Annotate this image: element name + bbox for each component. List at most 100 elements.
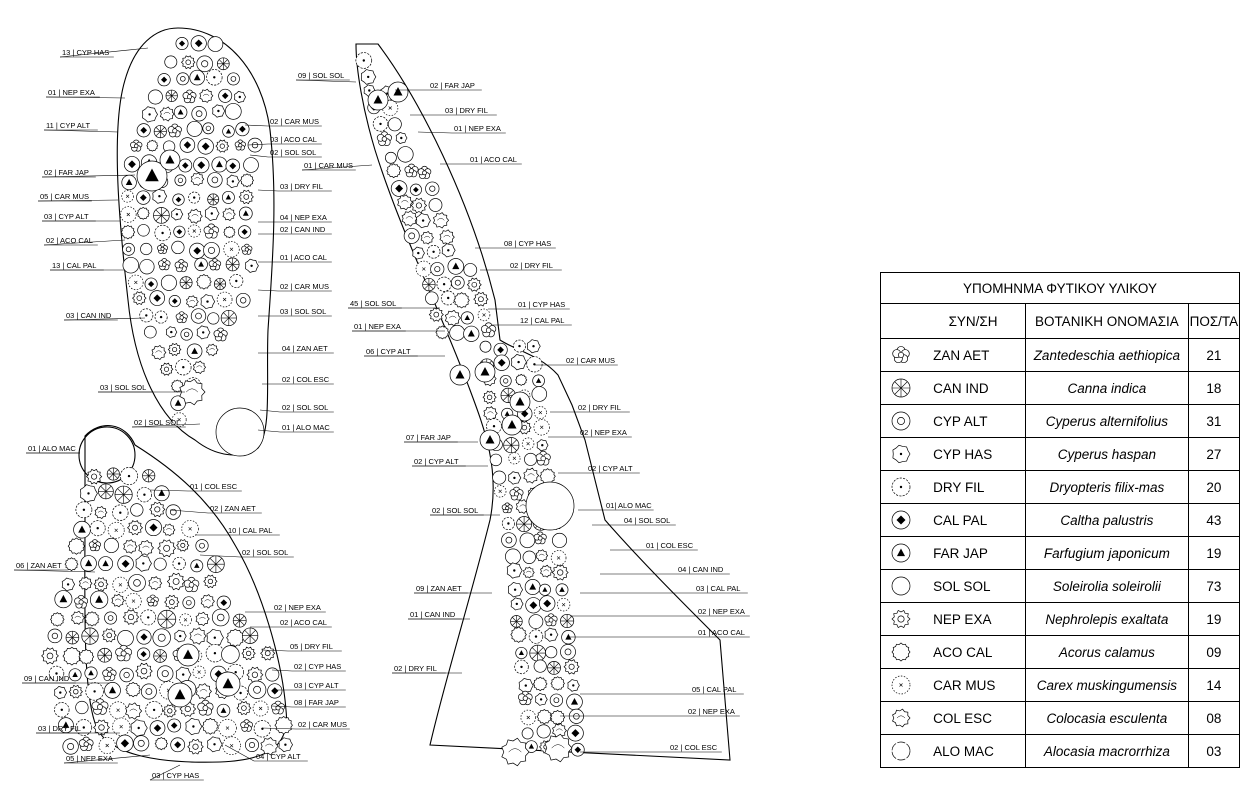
- far-jap-plant: [186, 343, 203, 360]
- col-esc-plant: [420, 231, 434, 245]
- plant-callout: 09 | CAN IND: [22, 674, 110, 684]
- aco-cal-plant: [196, 274, 212, 290]
- far-jap-plant: [68, 668, 82, 682]
- cyp-alt-plant: [180, 328, 193, 341]
- can-ind-plant: [98, 483, 114, 500]
- sol-sol-plant: [545, 646, 558, 659]
- zan-aet-plant: [174, 259, 188, 273]
- cyp-alt-plant: [196, 55, 213, 73]
- far-jap-plant: [84, 666, 98, 680]
- nep-exa-plant: [176, 539, 190, 552]
- legend-code: CYP ALT: [921, 404, 1026, 438]
- plant-callout-label: 03 | DRY FIL: [280, 182, 323, 191]
- nep-exa-plant: [164, 594, 180, 610]
- nep-exa-plant: [162, 704, 177, 718]
- plant-callout-label: 08 | FAR JAP: [294, 698, 339, 707]
- far-jap-plant: [89, 590, 109, 609]
- col-esc-plant: [190, 172, 205, 186]
- plant-callout-label: 02 | FAR JAP: [44, 168, 89, 177]
- legend-quantity: 31: [1187, 404, 1241, 438]
- nep-exa-plant: [238, 189, 254, 205]
- plant-callout-label: 12 | CAL PAL: [520, 316, 564, 325]
- plant-callout-label: 02 | ACO CAL: [46, 236, 93, 245]
- cal-pal-plant: [136, 123, 151, 138]
- cyp-has-plant: [135, 555, 152, 572]
- zan-aet-icon: [880, 338, 922, 372]
- aco-cal-plant: [515, 373, 528, 386]
- plant-callout: 03 | CAN IND: [63, 311, 146, 321]
- cyp-has-plant: [506, 562, 523, 579]
- sol-sol-plant: [521, 727, 534, 740]
- plant-callout: 02 | SOL SOL: [131, 418, 201, 428]
- plant-callout-label: 02 | ZAN AET: [210, 504, 256, 513]
- bed-2-outline: [84, 425, 288, 763]
- can-ind-plant: [65, 630, 80, 645]
- far-jap-plant: [176, 643, 200, 667]
- plant-callout-label: 02 | DRY FIL: [394, 664, 437, 673]
- cyp-has-plant: [165, 326, 178, 338]
- dry-fil-plant: [526, 356, 543, 373]
- col-esc-plant: [94, 505, 108, 520]
- nep-exa-plant: [127, 520, 143, 536]
- plant-callout-label: 01 | CAR MUS: [304, 161, 353, 170]
- plant-callout: 08 | FAR JAP: [271, 698, 346, 708]
- plant-callout-label: 01 | ALO MAC: [282, 423, 330, 432]
- col-esc-plant: [483, 406, 498, 421]
- col-esc-plant: [501, 737, 530, 767]
- cyp-has-plant: [544, 627, 559, 642]
- sol-sol-plant: [449, 324, 466, 341]
- legend-quantity: 27: [1187, 437, 1241, 471]
- cyp-alt-plant: [403, 227, 420, 244]
- legend-code: COL ESC: [921, 701, 1026, 735]
- can-ind-plant: [213, 277, 227, 291]
- far-jap-plant: [121, 174, 137, 191]
- zan-aet-plant: [404, 163, 419, 178]
- cyp-has-plant: [207, 736, 223, 753]
- plant-callout-label: 03 | CYP HAS: [152, 771, 199, 780]
- far-jap-plant: [561, 630, 576, 645]
- plant-callout-label: 02 | NEP EXA: [698, 607, 745, 616]
- cyp-alt-plant: [165, 504, 181, 520]
- cyp-has-plant: [152, 188, 168, 204]
- plant-callout: 05 | NEP EXA: [63, 754, 151, 764]
- sol-sol-plant: [75, 700, 89, 715]
- can-ind-plant: [106, 467, 120, 481]
- plant-callout: 03 | CAL PAL: [580, 584, 748, 594]
- col-esc-plant: [148, 576, 163, 591]
- plant-callout: 02 | CAR MUS: [535, 356, 618, 366]
- zan-aet-plant: [509, 486, 524, 501]
- far-jap-plant: [449, 364, 471, 386]
- legend-botanical-name: Alocasia macrorrhiza: [1024, 734, 1189, 768]
- sol-sol-plant: [519, 532, 536, 549]
- car-mus-plant: [508, 452, 521, 465]
- nep-exa-plant: [132, 291, 147, 305]
- cyp-has-plant: [204, 206, 220, 221]
- cal-pal-plant: [123, 156, 141, 173]
- aco-cal-plant: [386, 163, 402, 179]
- nep-exa-plant: [246, 666, 264, 683]
- zan-aet-plant: [480, 322, 497, 338]
- legend-code: ALO MAC: [921, 734, 1026, 768]
- cyp-alt-plant: [247, 680, 267, 699]
- far-jap-plant: [54, 590, 73, 609]
- plant-callout-label: 03 | SOL SOL: [280, 307, 326, 316]
- cyp-has-plant: [510, 597, 524, 611]
- cyp-alt-plant: [119, 667, 134, 683]
- plant-callout-label: 03 | ACO CAL: [270, 135, 317, 144]
- plant-callout: 01 | NEP EXA: [45, 88, 126, 99]
- car-mus-plant: [171, 412, 187, 428]
- planting-legend: ΥΠΟΜΗΝΜΑ ΦΥΤΙΚΟΥ ΥΛΙΚΟΥ ΣΥΝ/ΣΗ ΒΟΤΑΝΙΚΗ …: [880, 272, 1241, 768]
- col-esc-plant: [535, 549, 549, 562]
- plant-callout: 12 | CAL PAL: [492, 316, 572, 326]
- zan-aet-plant: [197, 699, 214, 716]
- cyp-has-plant: [200, 294, 216, 310]
- alo-mac-icon: [880, 734, 922, 768]
- plant-callout-label: 04 | CYP ALT: [256, 752, 301, 761]
- cal-pal-plant: [170, 737, 186, 753]
- legend-botanical-name: Nephrolepis exaltata: [1024, 602, 1189, 636]
- plant-callout-label: 02 | COL ESC: [670, 743, 718, 752]
- aco-cal-plant: [146, 139, 159, 152]
- aco-cal-plant: [50, 612, 65, 627]
